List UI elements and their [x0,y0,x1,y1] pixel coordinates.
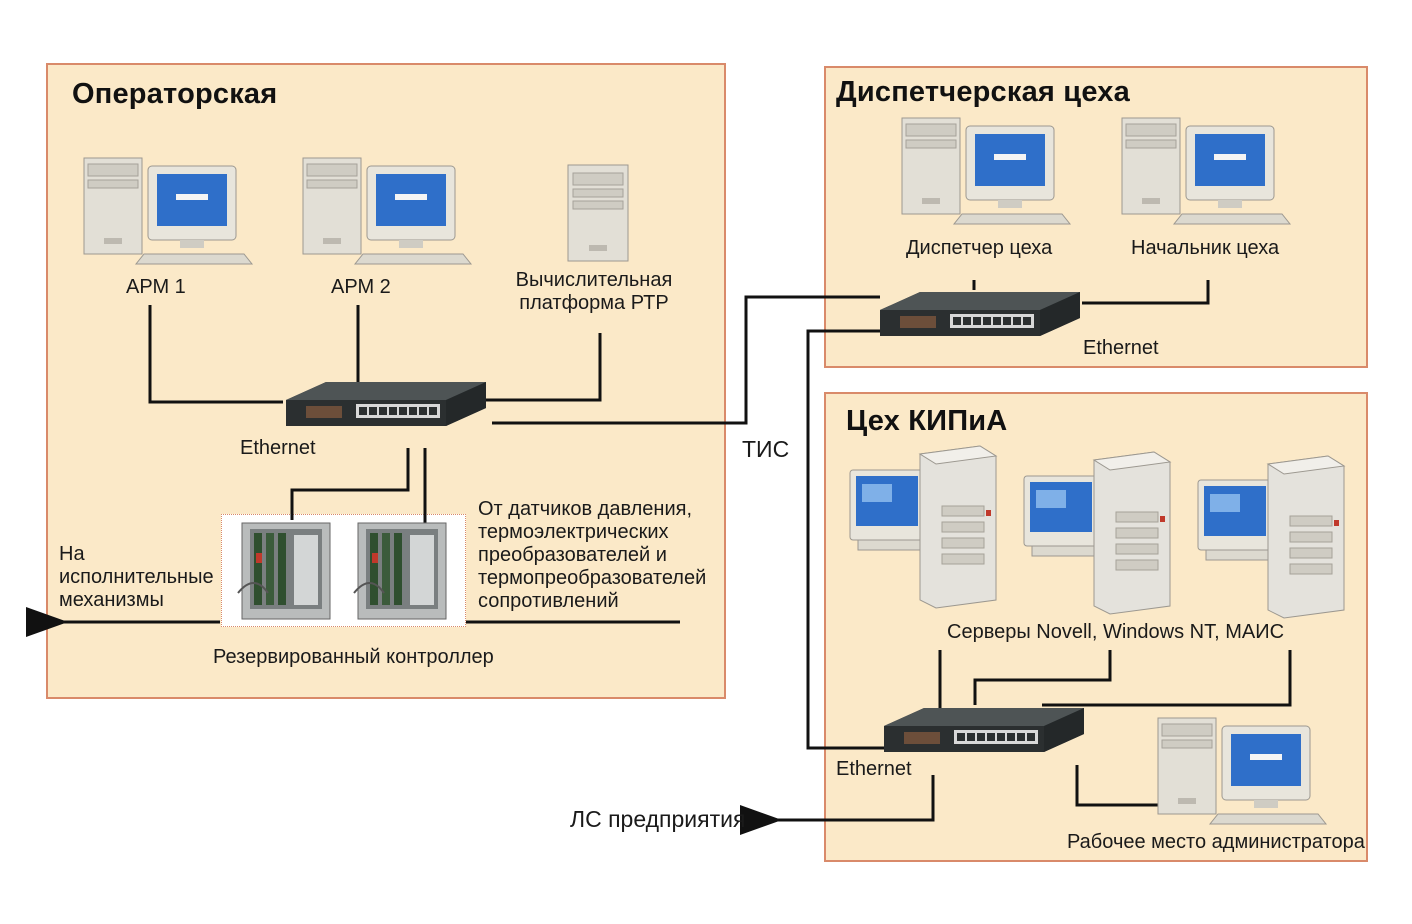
label-sensors-line5: сопротивлений [478,590,619,612]
label-ethernet-dispatch: Ethernet [1083,337,1159,359]
label-servers: Серверы Novell, Windows NT, МАИС [947,621,1285,643]
zone-title-kipia: Цех КИПиА [846,405,1008,437]
label-sensors-line1: От датчиков давления, [478,498,693,520]
label-sensors: От датчиков давления, термоэлектрических… [478,498,706,613]
label-sensors-line3: преобразователей и [478,544,667,566]
label-admin: Рабочее место администратора [1067,831,1365,853]
label-controller: Резервированный контроллер [213,646,494,668]
zone-title-dispatch: Диспетчерская цеха [836,76,1130,108]
label-dispatcher: Диспетчер цеха [906,237,1053,259]
connection-lines [25,280,1292,835]
label-sensors-line2: термоэлектрических [478,521,669,543]
server-icon [1197,455,1345,619]
label-ethernet-operator: Ethernet [240,437,316,459]
label-actuators-line2: исполнительные [59,566,214,588]
ethernet-switch-icon [880,292,1080,336]
label-platform: Вычислительная платформа РТР [506,269,682,315]
label-platform-line1: Вычислительная [515,269,673,291]
ethernet-switch-icon [884,708,1084,752]
label-lan: ЛС предприятия [570,806,746,832]
tower-computer-icon [567,164,629,262]
server-icon [1023,451,1171,615]
label-chief: Начальник цеха [1131,237,1280,259]
workstation-icon [1157,717,1327,825]
controller-rack-icon [237,522,331,620]
label-arm1: АРМ 1 [126,276,186,298]
label-arm2: АРМ 2 [331,276,391,298]
workstation-icon [901,117,1071,225]
ethernet-switch-icon [286,382,486,426]
label-sensors-line4: термопреобразователей [478,567,707,589]
controller-rack-icon [353,522,447,620]
workstation-icon [1121,117,1291,225]
zone-title-operator: Операторская [72,78,278,110]
label-actuators-line1: На [59,543,85,565]
label-ethernet-kipia: Ethernet [836,758,912,780]
server-icon [849,445,997,609]
label-actuators: На исполнительные механизмы [59,543,214,612]
label-actuators-line3: механизмы [59,589,164,611]
label-tis: ТИС [742,436,790,462]
workstation-icon [83,157,253,265]
workstation-icon [302,157,472,265]
label-platform-line2: платформа РТР [519,292,669,314]
